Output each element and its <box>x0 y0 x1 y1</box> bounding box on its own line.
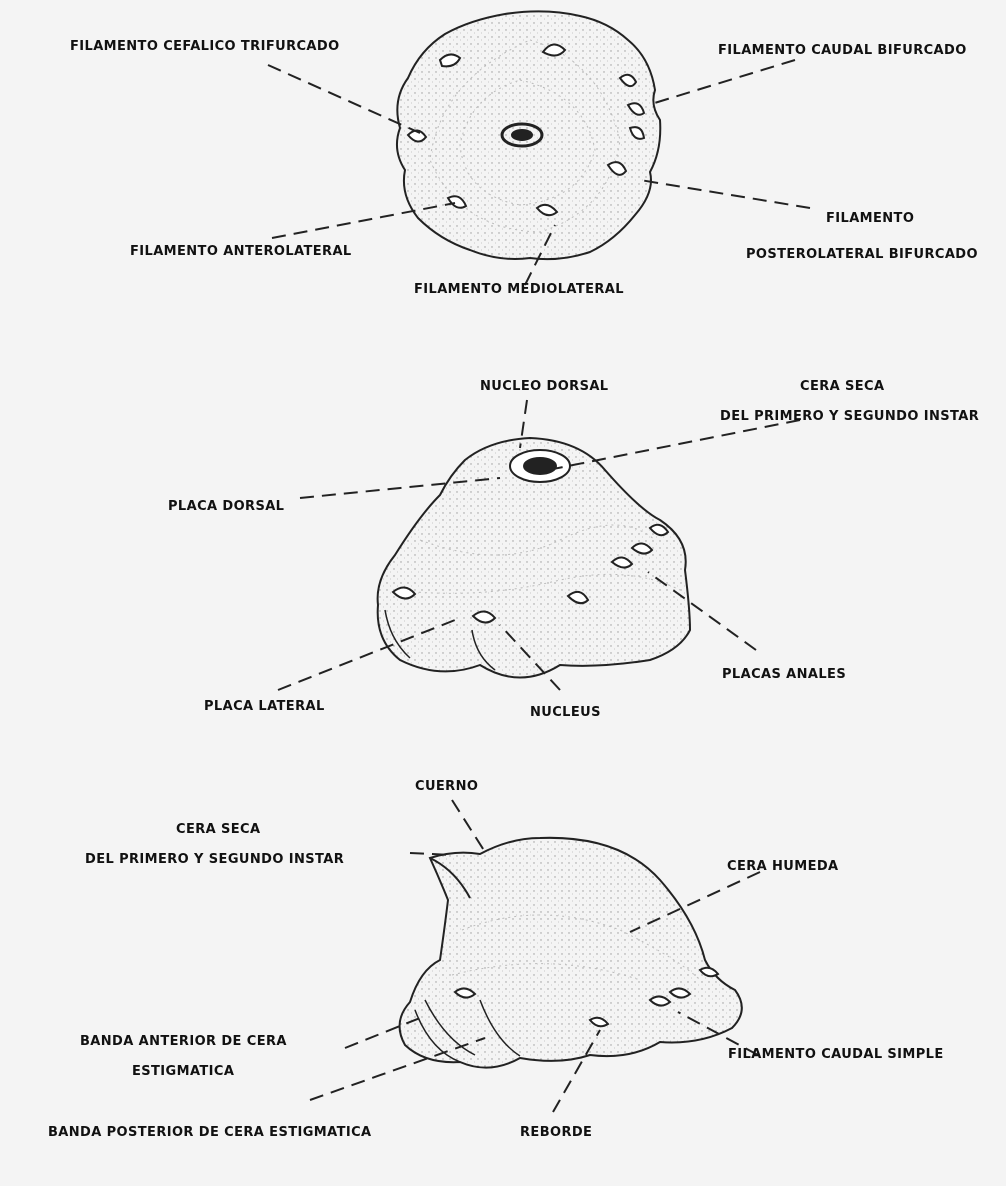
label-filamento-posterolateral-2: POSTEROLATERAL BIFURCADO <box>746 248 978 261</box>
label-cera-seca-3-2: DEL PRIMERO Y SEGUNDO INSTAR <box>85 853 344 866</box>
insect-side-view <box>400 838 742 1068</box>
label-placa-lateral: PLACA LATERAL <box>204 700 325 713</box>
insect-top-view <box>397 11 660 259</box>
label-filamento-cefalico: FILAMENTO CEFALICO TRIFURCADO <box>70 40 340 53</box>
label-cera-humeda: CERA HUMEDA <box>727 860 839 873</box>
label-filamento-caudal: FILAMENTO CAUDAL BIFURCADO <box>718 44 967 57</box>
label-filamento-mediolateral: FILAMENTO MEDIOLATERAL <box>414 283 624 296</box>
label-filamento-anterolateral: FILAMENTO ANTEROLATERAL <box>130 245 352 258</box>
label-banda-anterior-2: ESTIGMATICA <box>132 1065 234 1078</box>
label-nucleo-dorsal: NUCLEO DORSAL <box>480 380 608 393</box>
label-banda-posterior: BANDA POSTERIOR DE CERA ESTIGMATICA <box>48 1126 371 1139</box>
label-cera-seca-2: DEL PRIMERO Y SEGUNDO INSTAR <box>720 410 979 423</box>
label-cera-seca-3-1: CERA SECA <box>176 823 260 836</box>
label-reborde: REBORDE <box>520 1126 592 1139</box>
label-filamento-posterolateral-1: FILAMENTO <box>826 212 914 225</box>
label-filamento-caudal-simple: FILAMENTO CAUDAL SIMPLE <box>728 1048 944 1061</box>
insect-dorsal-view <box>378 438 690 678</box>
label-nucleus: NUCLEUS <box>530 706 601 719</box>
label-placas-anales: PLACAS ANALES <box>722 668 846 681</box>
label-cera-seca-1: CERA SECA <box>800 380 884 393</box>
label-placa-dorsal: PLACA DORSAL <box>168 500 284 513</box>
label-banda-anterior-1: BANDA ANTERIOR DE CERA <box>80 1035 287 1048</box>
label-cuerno: CUERNO <box>415 780 478 793</box>
